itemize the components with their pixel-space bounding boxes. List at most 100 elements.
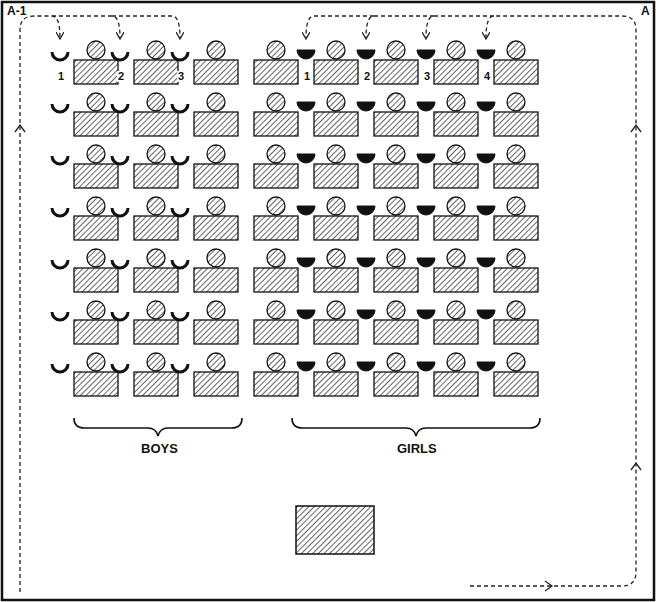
pupil-head xyxy=(147,145,165,163)
boy-chair xyxy=(172,312,188,320)
pupil-head xyxy=(507,301,525,319)
pupil-desk xyxy=(374,164,418,188)
chair-number: 3 xyxy=(423,71,431,82)
group-label: GIRLS xyxy=(396,442,438,455)
boy-chair xyxy=(172,52,188,60)
pupil-head xyxy=(267,93,285,111)
pupil-desk xyxy=(254,164,298,188)
pupil-head xyxy=(207,41,225,59)
pupil-head xyxy=(87,249,105,267)
chair-number: 3 xyxy=(177,71,185,82)
boy-chair xyxy=(52,312,68,320)
group-label: BOYS xyxy=(140,442,179,455)
boy-chair xyxy=(172,260,188,268)
pupil-desk xyxy=(74,268,118,292)
march-route xyxy=(20,16,636,592)
pupil-head xyxy=(87,93,105,111)
girl-chair xyxy=(417,102,435,111)
boy-chair xyxy=(112,312,128,320)
girl-chair xyxy=(477,310,495,319)
pupil-desk xyxy=(254,60,298,84)
pupil-head xyxy=(267,41,285,59)
pupil-head xyxy=(507,249,525,267)
entrance-label: A xyxy=(640,5,651,17)
boy-chair xyxy=(52,104,68,112)
pupil-desk xyxy=(194,164,238,188)
girl-chair xyxy=(477,102,495,111)
pupil-desk xyxy=(194,268,238,292)
pupil-head xyxy=(447,197,465,215)
boy-chair xyxy=(52,156,68,164)
pupil-desk xyxy=(314,372,358,396)
pupil-head xyxy=(87,41,105,59)
boy-chair xyxy=(172,156,188,164)
pupil-head xyxy=(447,93,465,111)
pupil-desk xyxy=(494,268,538,292)
pupil-desk xyxy=(434,164,478,188)
pupil-head xyxy=(87,353,105,371)
pupil-desk xyxy=(314,268,358,292)
direction-chevrons xyxy=(15,125,641,591)
boy-chair xyxy=(112,52,128,60)
pupil-desk xyxy=(314,216,358,240)
chair-number: 2 xyxy=(363,71,371,82)
pupil-head xyxy=(507,197,525,215)
girl-chair xyxy=(297,258,315,267)
girl-chair xyxy=(357,310,375,319)
girl-chair xyxy=(357,154,375,163)
pupil-head xyxy=(87,197,105,215)
pupil-head xyxy=(267,197,285,215)
girl-chair xyxy=(297,50,315,59)
pupil-head xyxy=(267,301,285,319)
pupil-desk xyxy=(494,372,538,396)
pupil-desk xyxy=(134,372,178,396)
pupil-head xyxy=(147,93,165,111)
pupil-desk xyxy=(314,60,358,84)
pupil-head xyxy=(207,93,225,111)
girl-chair xyxy=(357,50,375,59)
chair-number: 1 xyxy=(57,71,65,82)
girl-chair xyxy=(417,206,435,215)
girl-chair xyxy=(417,50,435,59)
pupil-desk xyxy=(194,320,238,344)
chair-number: 2 xyxy=(117,71,125,82)
pupil-head xyxy=(267,145,285,163)
girl-chair xyxy=(297,154,315,163)
pupil-desk xyxy=(494,164,538,188)
girl-chair xyxy=(417,154,435,163)
girl-chair xyxy=(477,362,495,371)
pupil-desk xyxy=(374,216,418,240)
pupil-head xyxy=(267,249,285,267)
girl-chair xyxy=(477,258,495,267)
pupil-desk xyxy=(434,60,478,84)
pupil-desk xyxy=(434,372,478,396)
boy-chair xyxy=(172,104,188,112)
pupil-desk xyxy=(494,60,538,84)
pupil-desk xyxy=(374,60,418,84)
girl-chair xyxy=(297,362,315,371)
pupil-head xyxy=(327,145,345,163)
pupil-head xyxy=(507,41,525,59)
pupil-desk xyxy=(434,268,478,292)
pupil-desk xyxy=(494,112,538,136)
boy-chair xyxy=(112,260,128,268)
pupil-head xyxy=(147,249,165,267)
girl-chair xyxy=(477,50,495,59)
pupil-head xyxy=(387,41,405,59)
teacher-desk xyxy=(296,506,374,554)
pupil-head xyxy=(207,353,225,371)
pupil-head xyxy=(327,249,345,267)
girl-chair xyxy=(297,102,315,111)
group-brackets xyxy=(74,418,540,436)
pupil-head xyxy=(447,145,465,163)
pupil-desk xyxy=(434,112,478,136)
pupil-head xyxy=(507,145,525,163)
pupil-desk xyxy=(434,216,478,240)
pupil-head xyxy=(327,353,345,371)
girl-chair xyxy=(297,206,315,215)
pupil-head xyxy=(387,145,405,163)
boy-chair xyxy=(112,156,128,164)
seats xyxy=(52,41,538,396)
pupil-desk xyxy=(254,268,298,292)
